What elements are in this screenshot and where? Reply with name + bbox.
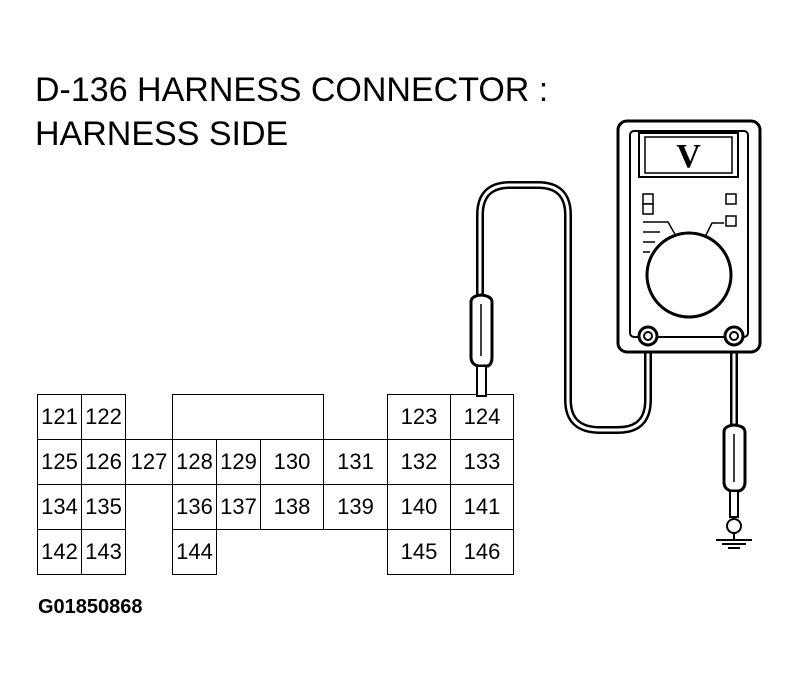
meter-indicator xyxy=(642,193,654,205)
figure-id: G01850868 xyxy=(38,596,143,618)
pin-136: 136 xyxy=(172,484,217,530)
pin-130: 130 xyxy=(260,439,324,485)
pin-143: 143 xyxy=(81,529,126,575)
meter-scale-marks xyxy=(643,221,724,253)
voltmeter: V xyxy=(616,119,762,354)
ground-icon xyxy=(716,533,752,549)
pin-124: 124 xyxy=(450,394,514,440)
rotary-selector-dial xyxy=(645,231,733,319)
positive-probe xyxy=(469,293,494,397)
pin-125: 125 xyxy=(37,439,82,485)
positive-test-lead xyxy=(476,181,652,434)
pin-127: 127 xyxy=(125,439,173,485)
diagram-title: D-136 HARNESS CONNECTOR : HARNESS SIDE xyxy=(35,68,548,156)
pin-144: 144 xyxy=(172,529,217,575)
pin-128: 128 xyxy=(172,439,217,485)
pin-146: 146 xyxy=(450,529,514,575)
pin-142: 142 xyxy=(37,529,82,575)
meter-indicator xyxy=(725,215,737,227)
pin-133: 133 xyxy=(450,439,514,485)
pin-139: 139 xyxy=(323,484,388,530)
meter-indicator xyxy=(642,203,654,215)
pin-135: 135 xyxy=(81,484,126,530)
title-line-2: HARNESS SIDE xyxy=(35,115,289,153)
pin-122: 122 xyxy=(81,394,126,440)
title-line-1: D-136 HARNESS CONNECTOR : xyxy=(35,71,549,109)
meter-mode-label: V xyxy=(676,138,701,175)
negative-probe xyxy=(722,423,747,534)
meter-indicator xyxy=(725,193,737,205)
pin-137: 137 xyxy=(216,484,261,530)
